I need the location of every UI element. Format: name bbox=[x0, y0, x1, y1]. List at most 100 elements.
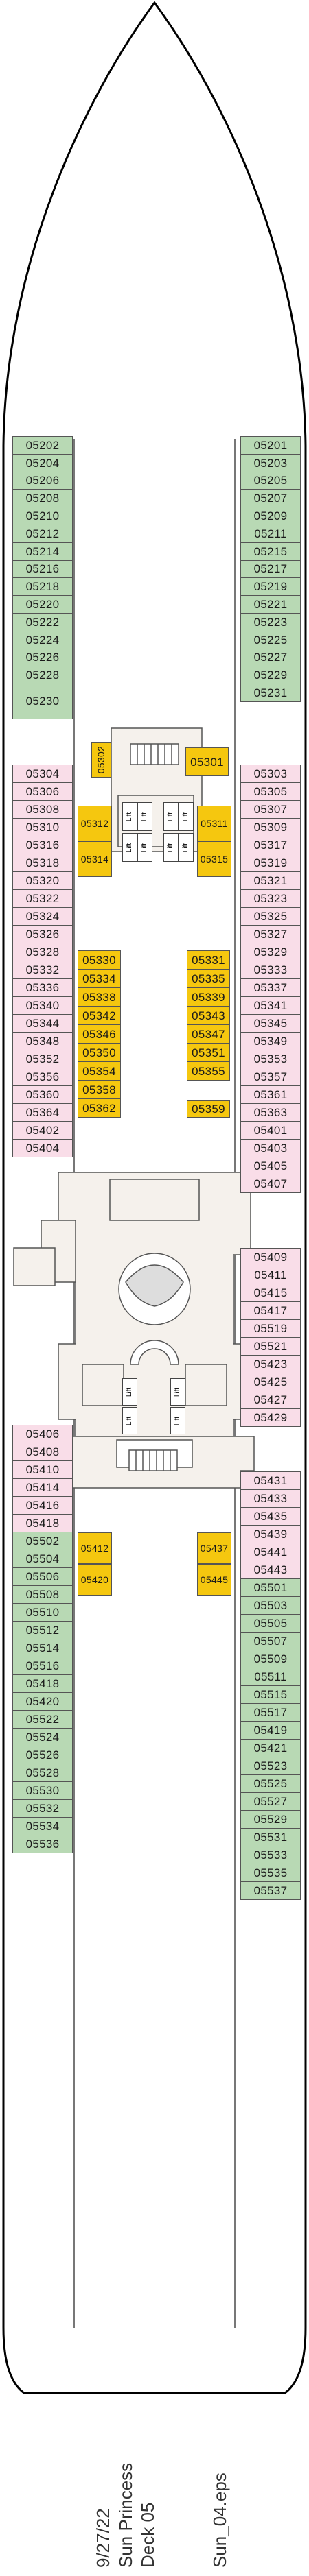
cabin-right_mid2-2[interactable]: 05415 bbox=[240, 1284, 301, 1302]
cabin-right_mid-15[interactable]: 05349 bbox=[240, 1032, 301, 1050]
cabin-right_aft_green-1[interactable]: 05503 bbox=[240, 1596, 301, 1615]
cabin-left_aft_green-2[interactable]: 05506 bbox=[12, 1567, 73, 1586]
cabin-right_mid-22[interactable]: 05405 bbox=[240, 1157, 301, 1175]
cabin-left_mid-4[interactable]: 05316 bbox=[12, 836, 73, 854]
cabin-right_mid-7[interactable]: 05323 bbox=[240, 889, 301, 908]
cabin-left_fwd-8[interactable]: 05218 bbox=[12, 577, 73, 597]
cabin-inner_right-1[interactable]: 05335 bbox=[187, 969, 230, 988]
cabin-left_mid-12[interactable]: 05336 bbox=[12, 978, 73, 997]
cabin-left_mid-17[interactable]: 05356 bbox=[12, 1068, 73, 1086]
cabin-left_aft_green-9[interactable]: 05420 bbox=[12, 1692, 73, 1711]
cabin-left_mid-19[interactable]: 05364 bbox=[12, 1103, 73, 1122]
cabin-inner_left-1[interactable]: 05334 bbox=[78, 969, 121, 988]
cabin-right_mid2-3[interactable]: 05417 bbox=[240, 1301, 301, 1320]
cabin-right_mid-23[interactable]: 05407 bbox=[240, 1175, 301, 1193]
cabin-left_aft_pink-4[interactable]: 05416 bbox=[12, 1496, 73, 1515]
cabin-left_aft_green-5[interactable]: 05512 bbox=[12, 1621, 73, 1639]
cabin-right_mid-3[interactable]: 05309 bbox=[240, 818, 301, 836]
cabin-right_mid-5[interactable]: 05319 bbox=[240, 854, 301, 872]
cabin-right_mid-1[interactable]: 05305 bbox=[240, 782, 301, 801]
cabin-inner_left-0[interactable]: 05330 bbox=[78, 950, 121, 970]
cabin-right_aft_green-15[interactable]: 05533 bbox=[240, 1846, 301, 1864]
cabin-right_aft_pink-5[interactable]: 05443 bbox=[240, 1561, 301, 1579]
cabin-left_mid-8[interactable]: 05324 bbox=[12, 907, 73, 926]
cabin-right_mid-19[interactable]: 05363 bbox=[240, 1103, 301, 1122]
cabin-right_mid-9[interactable]: 05327 bbox=[240, 925, 301, 943]
cabin-05301[interactable]: 05301 bbox=[185, 747, 229, 776]
cabin-left_fwd-3[interactable]: 05208 bbox=[12, 489, 73, 508]
cabin-left_fwd-5[interactable]: 05212 bbox=[12, 525, 73, 543]
cabin-right_aft_green-9[interactable]: 05421 bbox=[240, 1739, 301, 1757]
cabin-left_aft_green-13[interactable]: 05528 bbox=[12, 1764, 73, 1782]
cabin-inner_left-4[interactable]: 05346 bbox=[78, 1024, 121, 1044]
cabin-right_aft_pink-2[interactable]: 05435 bbox=[240, 1507, 301, 1526]
cabin-right_mid2-5[interactable]: 05521 bbox=[240, 1337, 301, 1356]
cabin-right_mid-21[interactable]: 05403 bbox=[240, 1139, 301, 1157]
cabin-right_mid2-7[interactable]: 05425 bbox=[240, 1373, 301, 1391]
cabin-right_mid-0[interactable]: 05303 bbox=[240, 765, 301, 783]
cabin-left_fwd-4[interactable]: 05210 bbox=[12, 507, 73, 525]
cabin-left_fwd-7[interactable]: 05216 bbox=[12, 559, 73, 579]
cabin-right_fwd-13[interactable]: 05229 bbox=[240, 666, 301, 685]
cabin-right_fwd-14[interactable]: 05231 bbox=[240, 684, 301, 702]
cabin-left_fwd-14[interactable]: 05230 bbox=[12, 684, 73, 719]
cabin-05302[interactable]: 05302 bbox=[91, 742, 111, 778]
cabin-right_mid-2[interactable]: 05307 bbox=[240, 800, 301, 819]
cabin-right_mid-18[interactable]: 05361 bbox=[240, 1085, 301, 1104]
cabin-right_aft_green-4[interactable]: 05509 bbox=[240, 1650, 301, 1668]
cabin-left_aft_green-10[interactable]: 05522 bbox=[12, 1710, 73, 1729]
cabin-left_fwd-6[interactable]: 05214 bbox=[12, 542, 73, 561]
cabin-right_mid-6[interactable]: 05321 bbox=[240, 871, 301, 890]
cabin-left_aft_pink-5[interactable]: 05418 bbox=[12, 1514, 73, 1532]
cabin-left_mid-18[interactable]: 05360 bbox=[12, 1085, 73, 1104]
cabin-left_aft_green-16[interactable]: 05534 bbox=[12, 1817, 73, 1835]
cabin-left_mid-2[interactable]: 05308 bbox=[12, 800, 73, 819]
cabin-right_aft_green-17[interactable]: 05537 bbox=[240, 1881, 301, 1900]
cabin-left_aft_green-7[interactable]: 05516 bbox=[12, 1657, 73, 1675]
cabin-right_fwd-5[interactable]: 05211 bbox=[240, 525, 301, 543]
cabin-right_fwd-0[interactable]: 05201 bbox=[240, 436, 301, 455]
cabin-right_aft_pink-1[interactable]: 05433 bbox=[240, 1489, 301, 1508]
cabin-left_mid-6[interactable]: 05320 bbox=[12, 871, 73, 890]
cabin-right_aft_green-6[interactable]: 05515 bbox=[240, 1685, 301, 1704]
cabin-left_aft_green-8[interactable]: 05418 bbox=[12, 1674, 73, 1693]
cabin-inner_right-6[interactable]: 05355 bbox=[187, 1061, 230, 1081]
cabin-right_aft_green-10[interactable]: 05523 bbox=[240, 1757, 301, 1775]
cabin-05445[interactable]: 05445 bbox=[197, 1564, 231, 1596]
cabin-right_mid2-1[interactable]: 05411 bbox=[240, 1266, 301, 1284]
cabin-left_aft_pink-0[interactable]: 05406 bbox=[12, 1425, 73, 1443]
cabin-inner_right-0[interactable]: 05331 bbox=[187, 950, 230, 970]
cabin-inner_right-5[interactable]: 05351 bbox=[187, 1043, 230, 1062]
cabin-left_aft_green-3[interactable]: 05508 bbox=[12, 1585, 73, 1604]
cabin-right_fwd-11[interactable]: 05225 bbox=[240, 630, 301, 649]
cabin-05359[interactable]: 05359 bbox=[187, 1100, 230, 1118]
cabin-right_aft_green-16[interactable]: 05535 bbox=[240, 1864, 301, 1882]
cabin-right_aft_green-2[interactable]: 05505 bbox=[240, 1614, 301, 1633]
cabin-left_aft_pink-3[interactable]: 05414 bbox=[12, 1478, 73, 1497]
cabin-left_fwd-1[interactable]: 05204 bbox=[12, 453, 73, 472]
cabin-left_aft_green-14[interactable]: 05530 bbox=[12, 1781, 73, 1800]
cabin-right_fwd-2[interactable]: 05205 bbox=[240, 471, 301, 490]
cabin-inner_right-2[interactable]: 05339 bbox=[187, 987, 230, 1007]
cabin-left_mid-20[interactable]: 05402 bbox=[12, 1121, 73, 1140]
cabin-left_mid-0[interactable]: 05304 bbox=[12, 765, 73, 783]
cabin-right_aft_green-13[interactable]: 05529 bbox=[240, 1810, 301, 1829]
cabin-right_fwd-7[interactable]: 05217 bbox=[240, 559, 301, 579]
cabin-right_mid2-8[interactable]: 05427 bbox=[240, 1391, 301, 1409]
cabin-05315[interactable]: 05315 bbox=[197, 841, 231, 877]
cabin-left_fwd-11[interactable]: 05224 bbox=[12, 630, 73, 649]
cabin-left_mid-10[interactable]: 05328 bbox=[12, 943, 73, 961]
cabin-left_fwd-10[interactable]: 05222 bbox=[12, 613, 73, 631]
cabin-left_aft_green-6[interactable]: 05514 bbox=[12, 1639, 73, 1657]
cabin-left_aft_pink-2[interactable]: 05410 bbox=[12, 1460, 73, 1479]
cabin-right_fwd-10[interactable]: 05223 bbox=[240, 613, 301, 631]
cabin-left_mid-11[interactable]: 05332 bbox=[12, 961, 73, 979]
cabin-left_aft_pink-1[interactable]: 05408 bbox=[12, 1443, 73, 1461]
cabin-right_mid2-6[interactable]: 05423 bbox=[240, 1355, 301, 1373]
cabin-right_aft_green-5[interactable]: 05511 bbox=[240, 1668, 301, 1686]
cabin-inner_left-2[interactable]: 05338 bbox=[78, 987, 121, 1007]
cabin-left_mid-9[interactable]: 05326 bbox=[12, 925, 73, 943]
cabin-right_fwd-12[interactable]: 05227 bbox=[240, 648, 301, 667]
cabin-right_aft_green-0[interactable]: 05501 bbox=[240, 1578, 301, 1597]
cabin-right_fwd-1[interactable]: 05203 bbox=[240, 453, 301, 472]
